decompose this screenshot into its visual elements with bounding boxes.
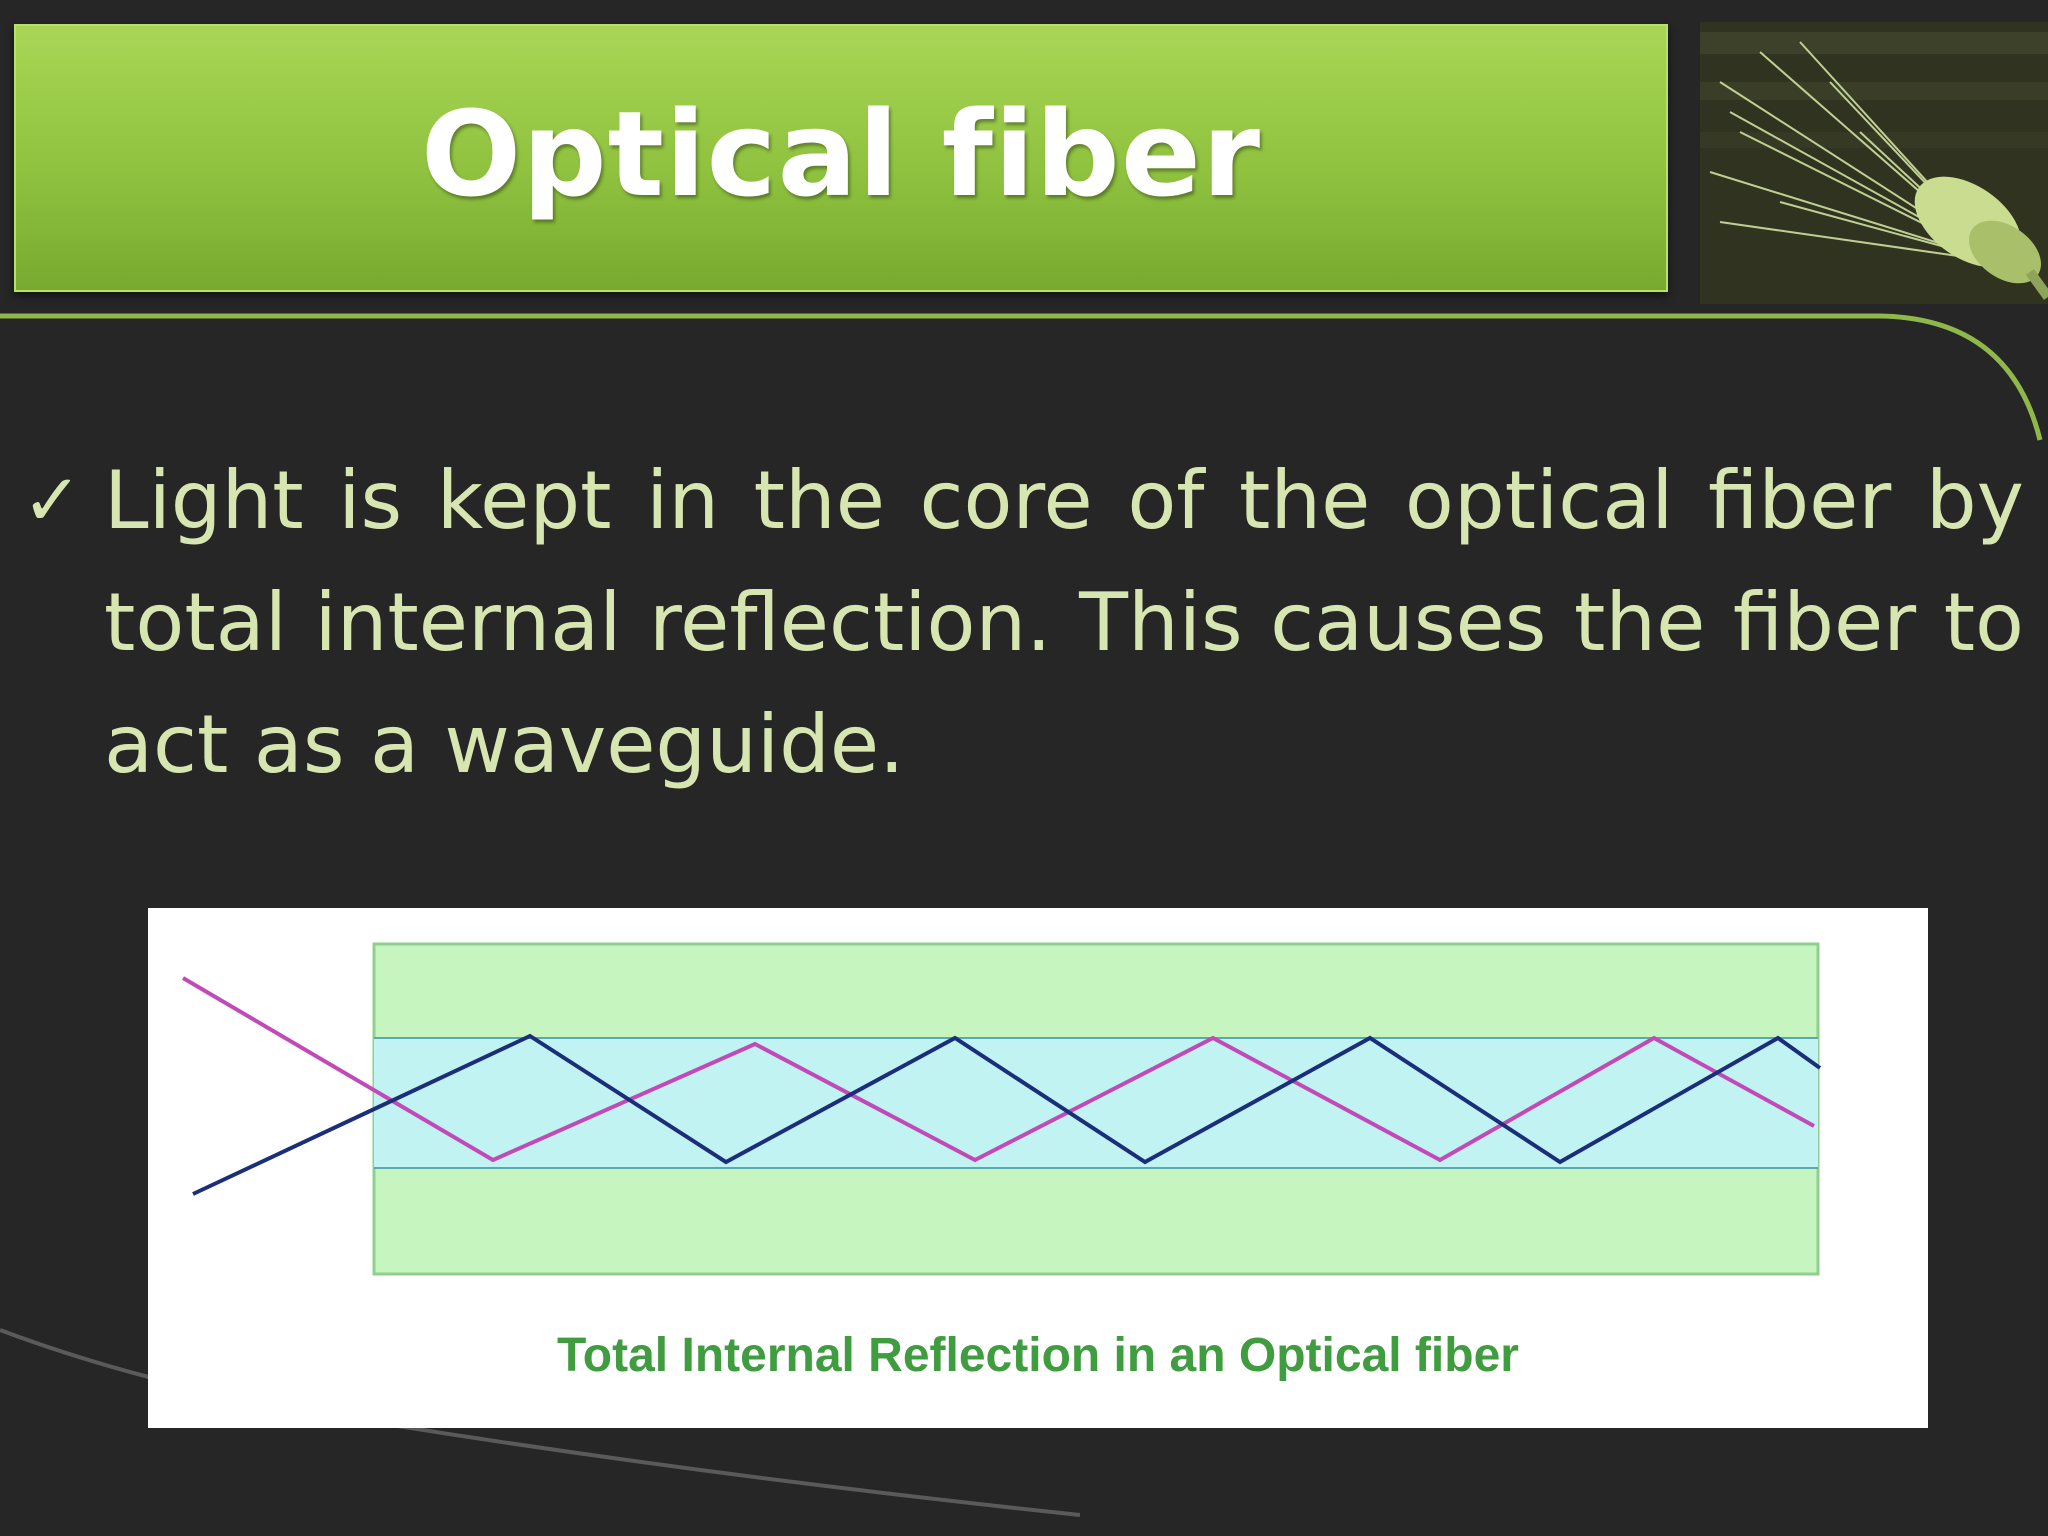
bullet-point: ✓ Light is kept in the core of the optic… — [22, 440, 2024, 806]
core — [374, 1038, 1818, 1168]
ray-blue — [192, 1033, 1822, 1196]
tir-diagram: Total Internal Reflection in an Optical … — [148, 908, 1928, 1428]
ray-magenta — [181, 976, 1815, 1163]
checkmark-icon: ✓ — [22, 458, 83, 542]
fiber-bundle-icon — [1700, 22, 2048, 304]
bullet-text: Light is kept in the core of the optical… — [104, 454, 2024, 791]
figure-caption: Total Internal Reflection in an Optical … — [557, 1329, 1519, 1382]
slide-title: Optical fiber — [420, 85, 1262, 223]
title-banner: Optical fiber — [14, 24, 1668, 292]
fiber-diagram — [181, 942, 1822, 1276]
fiber-bundle-image — [1700, 22, 2048, 304]
